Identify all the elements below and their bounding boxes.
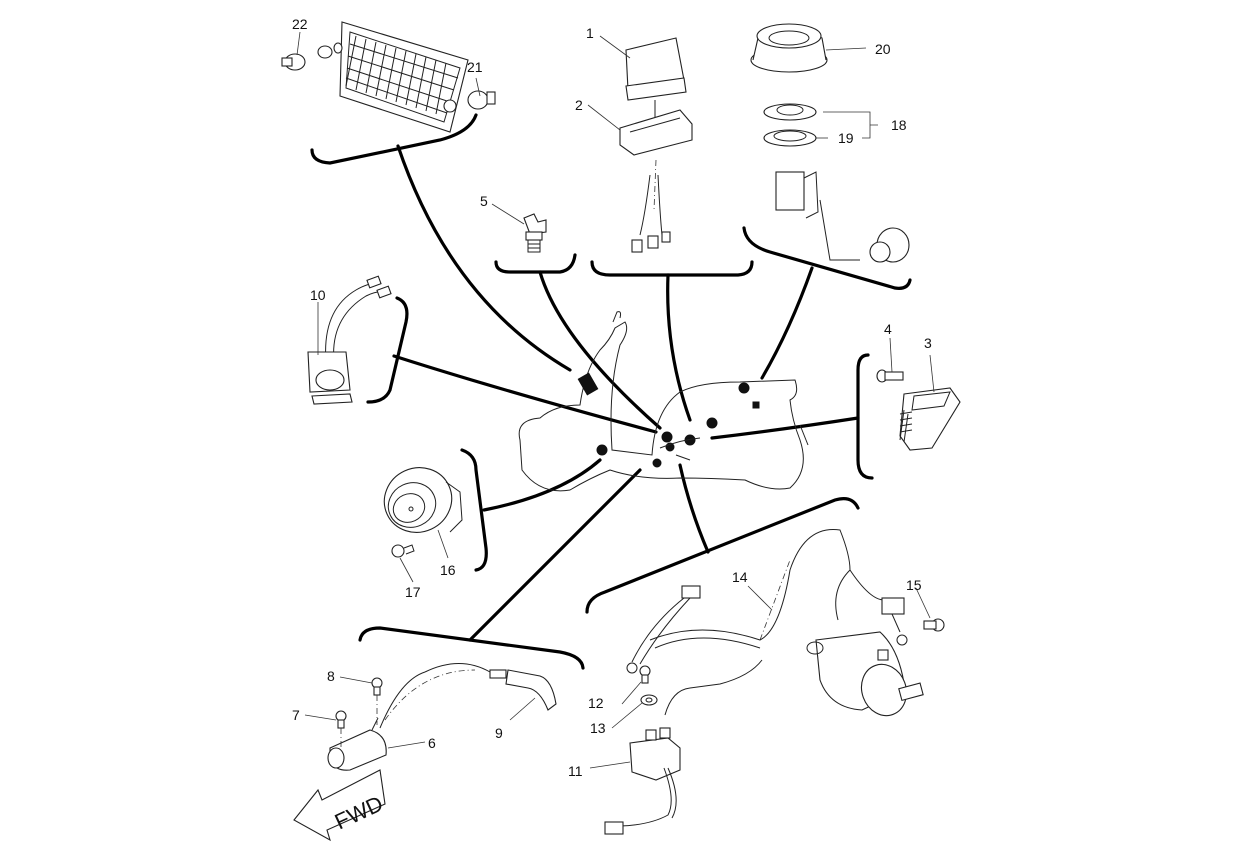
scooter-outline: [518, 311, 809, 492]
callout-19: 19: [838, 130, 854, 146]
callout-6: 6: [428, 735, 436, 751]
bracket-radiator: [310, 113, 478, 165]
callout-21: 21: [467, 59, 483, 75]
bolt-7: [335, 710, 347, 750]
callout-14: 14: [732, 569, 748, 585]
bracket-pickup: [366, 296, 409, 404]
callout-5: 5: [480, 193, 488, 209]
sensor-22: [281, 42, 343, 71]
bolt-8: [371, 677, 383, 725]
callout-13: 13: [590, 720, 606, 736]
bracket-horn: [460, 448, 488, 572]
callout-8: 8: [327, 668, 335, 684]
callout-22: 22: [292, 16, 308, 32]
scooter-part-marker: [577, 372, 599, 396]
callout-17: 17: [405, 584, 421, 600]
fuel-sender-unit: [763, 103, 910, 263]
bracket-starter: [585, 497, 860, 614]
plug-cap-9: [424, 663, 557, 711]
bracket-relay: [590, 260, 754, 277]
sensor-21: [443, 90, 496, 113]
pickup-coil-10: [307, 275, 392, 405]
rectifier-3: [899, 387, 961, 451]
group-brackets: [310, 113, 912, 670]
bracket-fuel: [742, 226, 912, 290]
fuel-cap-nut: [750, 23, 828, 73]
callout-18: 18: [891, 117, 907, 133]
starter-cable-14: [626, 529, 908, 716]
callout-4: 4: [884, 321, 892, 337]
callout-10: 10: [310, 287, 326, 303]
relay-socket: [619, 109, 693, 253]
leader-lines: [296, 31, 935, 769]
starter-relay-11: [604, 727, 681, 835]
bracket-ignition: [358, 626, 585, 670]
callout-12: 12: [588, 695, 604, 711]
bolt-4: [876, 369, 904, 383]
radiator: [339, 21, 469, 133]
callout-labels: 1 2 3 4 5 6 7 8 9 10 11 12 13 14 15 16 1…: [292, 16, 932, 779]
switch-5: [523, 213, 547, 253]
horn-16: [383, 467, 463, 533]
bolt-15: [923, 618, 945, 632]
fwd-arrow: FWD: [293, 769, 387, 842]
relay: [625, 37, 687, 118]
callout-20: 20: [875, 41, 891, 57]
bracket-rectifier: [856, 353, 874, 480]
washer-13: [640, 694, 658, 706]
bolt-12: [639, 665, 651, 684]
callout-7: 7: [292, 707, 300, 723]
screw-17: [391, 544, 415, 558]
callout-1: 1: [586, 25, 594, 41]
callout-2: 2: [575, 97, 583, 113]
starter-motor: [806, 631, 924, 717]
callout-3: 3: [924, 335, 932, 351]
bracket-switch: [494, 253, 577, 274]
connector-lines: [392, 144, 860, 642]
callout-11: 11: [568, 763, 583, 779]
ignition-coil-6: [327, 669, 476, 771]
callout-16: 16: [440, 562, 456, 578]
callout-15: 15: [906, 577, 922, 593]
callout-9: 9: [495, 725, 503, 741]
